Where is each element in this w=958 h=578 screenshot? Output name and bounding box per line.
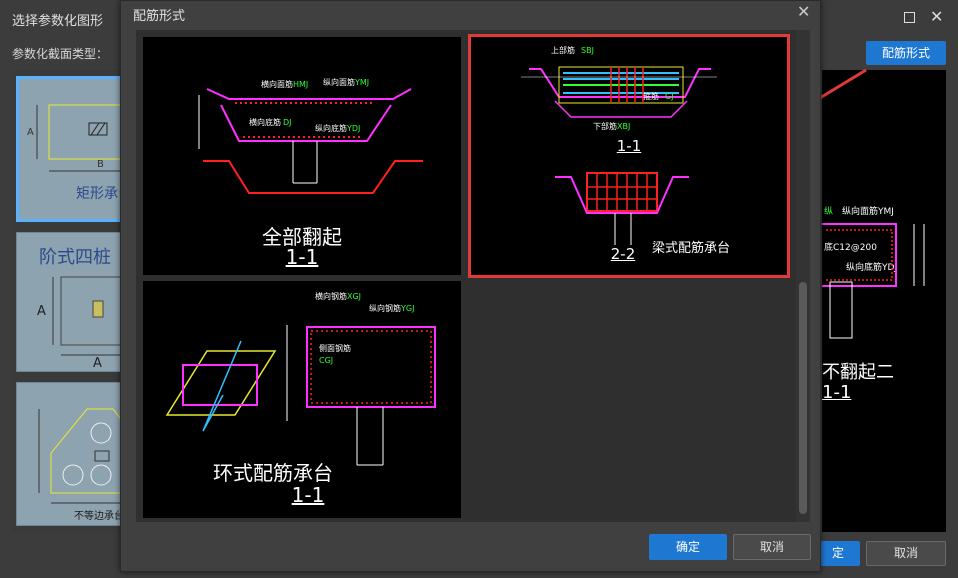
dim-a-label: A [93, 356, 102, 371]
thumbnail-label: 阶式四桩 [39, 247, 111, 268]
label-mid-code: GJ [665, 92, 674, 101]
label-top-code: SBJ [581, 46, 594, 55]
maximize-icon[interactable] [904, 12, 915, 23]
label-top-h-code: HMJ [293, 80, 308, 89]
ring-rebar-drawing: 横向钢筋 XGJ 纵向钢筋 YGJ 侧面钢筋 CGJ [165, 291, 436, 466]
stepped-shape-icon: A A [37, 276, 145, 371]
label-h: 横向钢筋 [315, 291, 347, 301]
label-v: 纵向钢筋 [369, 303, 401, 313]
beam-rebar-drawing: 上部筋 SBJ 箍筋 GJ 下部筋 XBJ [521, 45, 717, 245]
preview-label-2: 底C12@200 [824, 241, 877, 253]
close-icon[interactable]: ✕ [930, 7, 944, 26]
label-bot-v: 纵向底筋 [315, 123, 347, 133]
preview-drawing: 纵 纵向面筋YMJ 底C12@200 纵向底筋YDJ [822, 205, 925, 339]
label-bot-h-code: DJ [283, 118, 292, 127]
label-bot-code: XBJ [617, 122, 630, 131]
section-label-a: 1-1 [616, 137, 642, 155]
dim-a-label: A [27, 127, 34, 138]
full-bend-up-drawing: 横向面筋 HMJ 纵向面筋 YMJ 横向底筋 DJ 纵向底筋 YDJ [198, 77, 423, 194]
svg-text:纵: 纵 [824, 206, 833, 217]
cancel-button[interactable]: 取消 [733, 534, 811, 560]
preview-label-3: 纵向底筋YDJ [846, 261, 897, 273]
section-type-label: 参数化截面类型： [12, 47, 109, 61]
rebar-form-dialog: 配筋形式 ✕ 横向面筋 HMJ 纵向面筋 YMJ 横向底筋 DJ 纵向底筋 [120, 0, 821, 572]
close-icon[interactable]: ✕ [797, 2, 811, 21]
ok-button[interactable]: 确定 [649, 534, 727, 560]
option-section: 1-1 [285, 245, 319, 269]
shape-thumbnail-list: A B 矩形承台 阶式四桩 A A [12, 70, 146, 532]
label-bot: 下部筋 [593, 121, 617, 131]
label-top-h: 横向面筋 [261, 79, 293, 89]
label-top-v: 纵向面筋 [323, 77, 355, 87]
bg-cancel-button[interactable]: 取消 [866, 541, 946, 566]
options-panel: 横向面筋 HMJ 纵向面筋 YMJ 横向底筋 DJ 纵向底筋 YDJ 全部翻起 … [136, 30, 810, 522]
label-side: 侧面钢筋 [319, 343, 351, 353]
option-beam-rebar-cap[interactable]: 上部筋 SBJ 箍筋 GJ 下部筋 XBJ 1-1 2-2 梁式配筋承台 [468, 34, 790, 278]
option-full-bend-up[interactable]: 横向面筋 HMJ 纵向面筋 YMJ 横向底筋 DJ 纵向底筋 YDJ 全部翻起 … [143, 37, 461, 275]
label-bot-v-code: YDJ [346, 124, 360, 133]
section-label-b: 2-2 [610, 245, 636, 263]
label-h-code: XGJ [347, 292, 361, 301]
label-bot-h: 横向底筋 [249, 117, 281, 127]
label-v-code: YGJ [400, 304, 414, 313]
dim-b-label: B [97, 159, 104, 170]
label-mid: 箍筋 [643, 91, 659, 101]
bg-ok-button[interactable]: 定 [816, 541, 860, 566]
thumbnail-label: 矩形承台 [76, 186, 132, 202]
label-top-v-code: YMJ [354, 78, 369, 87]
option-caption: 全部翻起 [262, 225, 342, 249]
window-title: 选择参数化图形 [12, 14, 104, 29]
preview-label-1: 纵向面筋YMJ [842, 205, 894, 217]
preview-section: 1-1 [822, 382, 852, 403]
label-side-code: CGJ [319, 356, 333, 365]
rebar-form-button[interactable]: 配筋形式 [866, 41, 946, 65]
dialog-title: 配筋形式 [133, 9, 186, 24]
preview-caption: 不翻起二 [822, 362, 894, 383]
option-caption: 环式配筋承台 [213, 461, 333, 485]
scrollbar-thumb[interactable] [799, 282, 807, 514]
option-caption: 梁式配筋承台 [651, 241, 730, 256]
option-section: 1-1 [291, 483, 325, 507]
option-ring-rebar-cap[interactable]: 横向钢筋 XGJ 纵向钢筋 YGJ 侧面钢筋 CGJ 环式配筋承台 1-1 [143, 281, 461, 518]
dim-a-label: A [37, 304, 46, 319]
thumbnail-label: 不等边承台 [74, 511, 124, 522]
label-top: 上部筋 [551, 45, 575, 55]
preview-panel: 纵 纵向面筋YMJ 底C12@200 纵向底筋YDJ 不翻起二 1-1 [822, 70, 946, 532]
